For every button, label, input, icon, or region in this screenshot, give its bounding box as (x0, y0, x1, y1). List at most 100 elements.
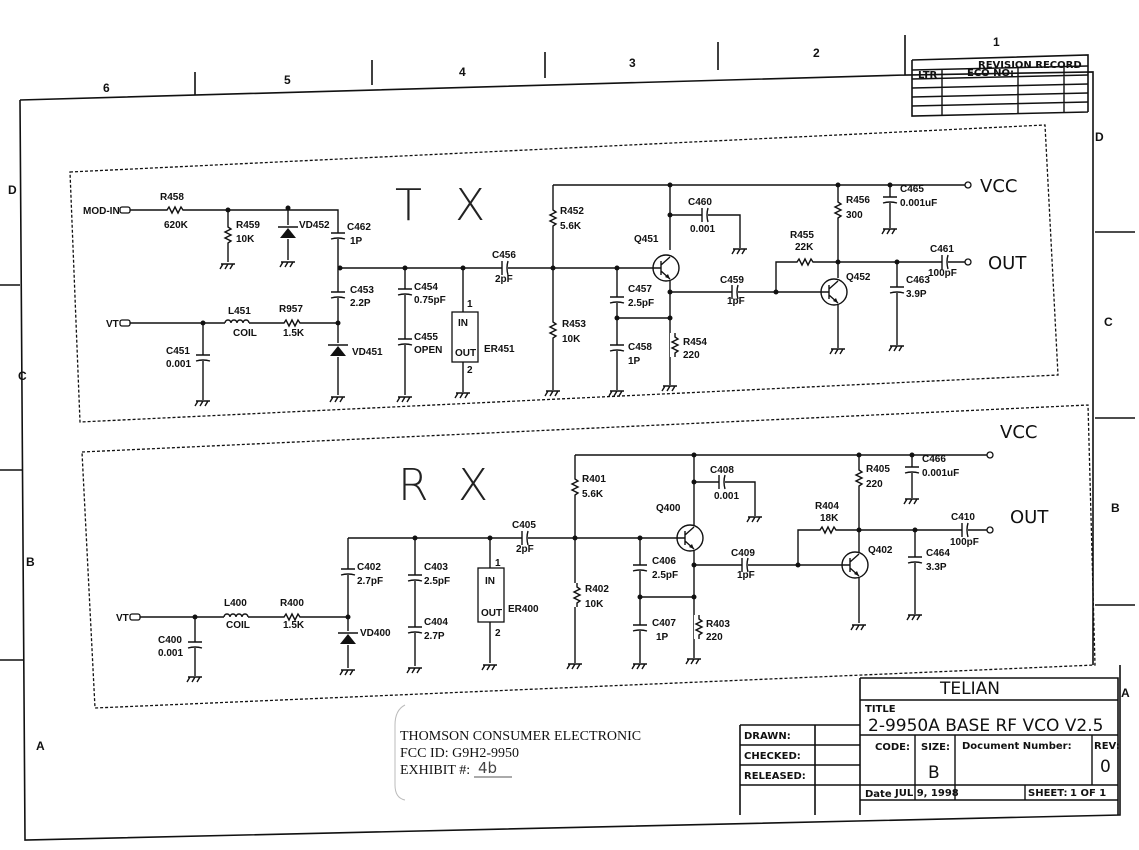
rx-title-r: R (398, 460, 429, 511)
label-tx-c459-0: C459 (720, 275, 744, 286)
label-title_block-released: RELEASED: (744, 771, 806, 782)
label-tx-er451-pin1: 1 (467, 299, 473, 310)
ground-icon (906, 614, 923, 621)
label-rx-r401-1: 5.6K (582, 489, 604, 500)
company-name: THOMSON CONSUMER ELECTRONIC (400, 729, 641, 744)
ground-icon (481, 664, 498, 671)
label-tx-er451-out: OUT (455, 348, 476, 359)
label-tx-c453-1: 2.2P (350, 298, 371, 309)
ground-icon (454, 392, 471, 399)
label-tx-r957-0: R957 (279, 304, 303, 315)
varactor-vd451 (327, 342, 349, 358)
label-tx-c459-1: 1pF (727, 296, 745, 307)
label-sheet-zones_side-0: D (1095, 130, 1104, 144)
company-title: TELIAN (939, 679, 1000, 699)
capacitor-c464 (905, 556, 925, 564)
ground-icon (339, 669, 356, 676)
label-tx-r957-1: 1.5K (283, 328, 305, 339)
label-rx-c405-1: 2pF (516, 544, 534, 555)
vt-connector[interactable] (119, 319, 131, 327)
capacitor-c453 (328, 291, 348, 299)
label-tx-er451-in: IN (458, 318, 468, 329)
label-rx-r404-1: 18K (820, 513, 839, 524)
capacitor-c458 (607, 344, 627, 352)
label-rx-c402-0: C402 (357, 562, 381, 573)
label-tx-r456-1: 300 (846, 210, 863, 221)
label-title_block-title_label: TITLE (865, 704, 896, 715)
label-rx-r400-1: 1.5K (283, 620, 305, 631)
label-rx-er400-pin2: 2 (495, 628, 501, 639)
label-tx-c455-0: C455 (414, 332, 438, 343)
label-rx-q400: Q400 (656, 503, 681, 514)
label-rx-c464-1: 3.3P (926, 562, 947, 573)
label-rx-l400-0: L400 (224, 598, 247, 609)
rx-vt-connector[interactable] (129, 613, 141, 621)
ground-icon (888, 345, 905, 352)
capacitor-c466 (902, 466, 922, 474)
label-rx-c410-1: 100pF (950, 537, 979, 548)
label-rx-c407-0: C407 (652, 618, 676, 629)
label-tx-c453-0: C453 (350, 285, 374, 296)
resistor-r456 (832, 197, 844, 223)
capacitor-c406 (630, 564, 650, 572)
label-rx-r400-0: R400 (280, 598, 304, 609)
label-rx-r401-0: R401 (582, 474, 606, 485)
sheet-border (0, 35, 1135, 841)
out-terminal[interactable] (964, 258, 972, 266)
label-tx-r455-0: R455 (790, 230, 814, 241)
label-tx-er451-pin2: 2 (467, 365, 473, 376)
resistor-r403 (693, 614, 705, 640)
exhibit-label: EXHIBIT #: (400, 763, 470, 778)
ground-icon (731, 248, 748, 255)
label-sheet-zones_top-0: 6 (103, 81, 110, 95)
fcc-note: THOMSON CONSUMER ELECTRONIC FCC ID: G9H2… (394, 704, 641, 801)
label-rx-c466-0: C466 (922, 454, 946, 465)
label-tx-c463-1: 3.9P (906, 289, 927, 300)
capacitor-c460 (701, 205, 709, 225)
label-rx-c406-0: C406 (652, 556, 676, 567)
ground-icon (881, 228, 898, 235)
label-rx-r404-0: R404 (815, 501, 839, 512)
rx-vcc-terminal[interactable] (986, 451, 994, 459)
label-rx-er400-out: OUT (481, 608, 502, 619)
label-tx-c461-1: 100pF (928, 268, 957, 279)
label-title_block-rev: 0 (1100, 757, 1111, 777)
label-tx-vd452: VD452 (299, 220, 330, 231)
label-title_block-rev_label: REV: (1094, 741, 1120, 752)
label-revision_record-eco: ECO NO: (967, 68, 1014, 79)
tx-title-t: T (395, 180, 422, 231)
label-sheet-zones_top-2: 4 (459, 65, 466, 79)
ground-icon (566, 663, 583, 670)
label-rx-r405-1: 220 (866, 479, 883, 490)
ground-icon (608, 390, 625, 397)
label-tx-c460-0: C460 (688, 197, 712, 208)
label-rx-er400-pin1: 1 (495, 558, 501, 569)
label-tx-r454-1: 220 (683, 350, 700, 361)
rx-out-terminal[interactable] (986, 526, 994, 534)
vcc-terminal[interactable] (964, 181, 972, 189)
label-rx-c400-1: 0.001 (158, 648, 183, 659)
label-tx-c457-1: 2.5pF (628, 298, 654, 309)
capacitor-c457 (607, 296, 627, 304)
label-title_block-size_label: SIZE: (921, 742, 950, 753)
ground-icon (661, 385, 678, 392)
label-tx-c451-1: 0.001 (166, 359, 191, 370)
label-tx-r459-1: 10K (236, 234, 255, 245)
label-sheet-zones_side-0: D (8, 183, 17, 197)
varactor-vd400 (337, 630, 359, 646)
label-tx-vt: VT (106, 319, 119, 330)
resistor-r459 (222, 222, 234, 248)
tx-title-x: X (455, 180, 485, 231)
transistor-q400 (676, 524, 704, 552)
resistor-r957 (279, 317, 305, 329)
label-rx-l400-1: COIL (226, 620, 250, 631)
label-rx-c403-0: C403 (424, 562, 448, 573)
label-sheet-zones_side-1: C (18, 369, 27, 383)
title-block: TELIAN TITLE 2-9950A BASE RF VCO V2.5 DR… (739, 677, 1120, 815)
mod-in-connector[interactable] (119, 206, 131, 214)
resistor-r455 (792, 256, 818, 268)
